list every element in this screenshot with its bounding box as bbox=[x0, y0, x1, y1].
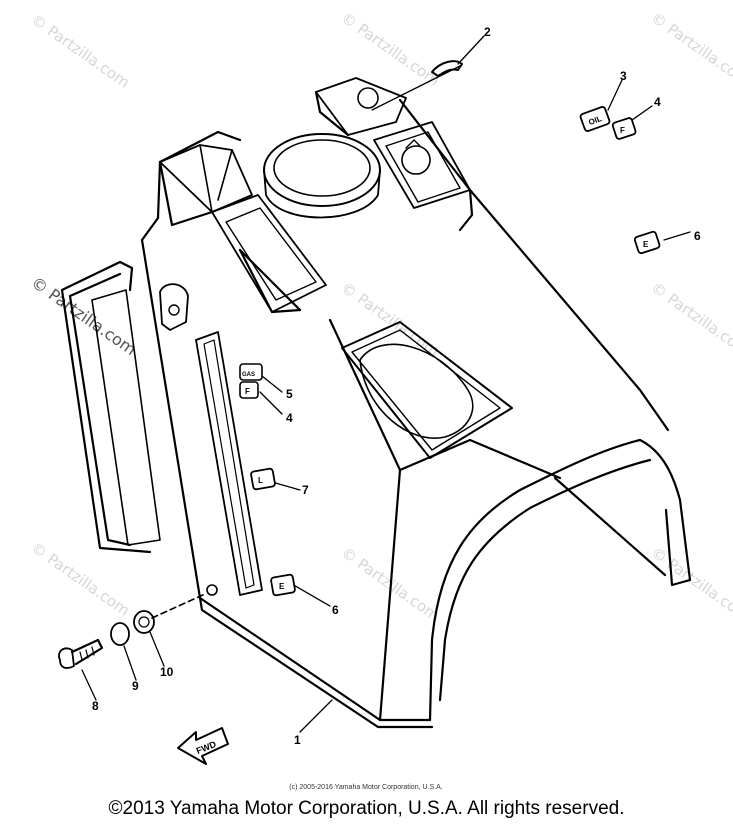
callout-9: 9 bbox=[132, 679, 139, 693]
watermark: © Partzilla.com bbox=[28, 273, 140, 359]
watermark: © Partzilla.com bbox=[28, 539, 133, 620]
part-9-washer bbox=[110, 622, 130, 646]
small-copyright: (c) 2005-2016 Yamaha Motor Corporation, … bbox=[289, 784, 442, 791]
callout-8: 8 bbox=[92, 699, 99, 713]
oil-label-badge: OIL bbox=[579, 106, 611, 132]
part-2-bracket bbox=[431, 60, 463, 77]
e-label: E bbox=[279, 582, 285, 591]
part-10-grommet bbox=[133, 610, 155, 634]
callout-2: 2 bbox=[484, 25, 491, 39]
part-8-screw bbox=[58, 638, 104, 669]
gas-label-badge: GAS bbox=[239, 363, 263, 381]
callout-4: 4 bbox=[286, 411, 293, 425]
callout-5: 5 bbox=[286, 387, 293, 401]
leader-lines bbox=[81, 35, 691, 733]
front-cover-body bbox=[140, 77, 692, 729]
callout-4: 4 bbox=[654, 95, 661, 109]
watermark-layer: © Partzilla.com © Partzilla.com © Partzi… bbox=[28, 9, 733, 625]
callout-3: 3 bbox=[620, 69, 627, 83]
l-label: L bbox=[258, 476, 263, 485]
callout-6: 6 bbox=[694, 229, 701, 243]
f-label: F bbox=[620, 126, 625, 135]
callout-10: 10 bbox=[160, 665, 174, 679]
callout-6: 6 bbox=[332, 603, 339, 617]
watermark: © Partzilla.com bbox=[648, 544, 733, 625]
f-label-badge-side: F bbox=[239, 381, 259, 399]
oil-label: OIL bbox=[587, 114, 603, 127]
l-label-badge: L bbox=[250, 467, 276, 491]
f-label-badge: F bbox=[611, 117, 637, 140]
watermark: © Partzilla.com bbox=[648, 279, 733, 360]
e-label: E bbox=[643, 240, 649, 249]
watermark: © Partzilla.com bbox=[648, 9, 733, 90]
left-side-panel bbox=[60, 260, 161, 554]
e-label-badge-right: E bbox=[633, 230, 661, 255]
f-label: F bbox=[245, 387, 250, 396]
callout-numbers: 2 3 4 6 5 4 7 6 10 9 8 1 bbox=[92, 25, 701, 747]
gas-label: GAS bbox=[242, 372, 255, 378]
assembly-line bbox=[151, 593, 206, 619]
watermark: © Partzilla.com bbox=[338, 279, 443, 360]
callout-7: 7 bbox=[302, 483, 309, 497]
footer-copyright: ©2013 Yamaha Motor Corporation, U.S.A. A… bbox=[108, 798, 625, 819]
watermark: © Partzilla.com bbox=[338, 9, 443, 90]
label-badges: OIL F E GAS F L E bbox=[239, 106, 661, 597]
forward-arrow: FWD bbox=[177, 727, 229, 765]
e-label-badge-side: E bbox=[270, 573, 296, 597]
watermark: © Partzilla.com bbox=[28, 11, 133, 92]
callout-1: 1 bbox=[294, 733, 301, 747]
